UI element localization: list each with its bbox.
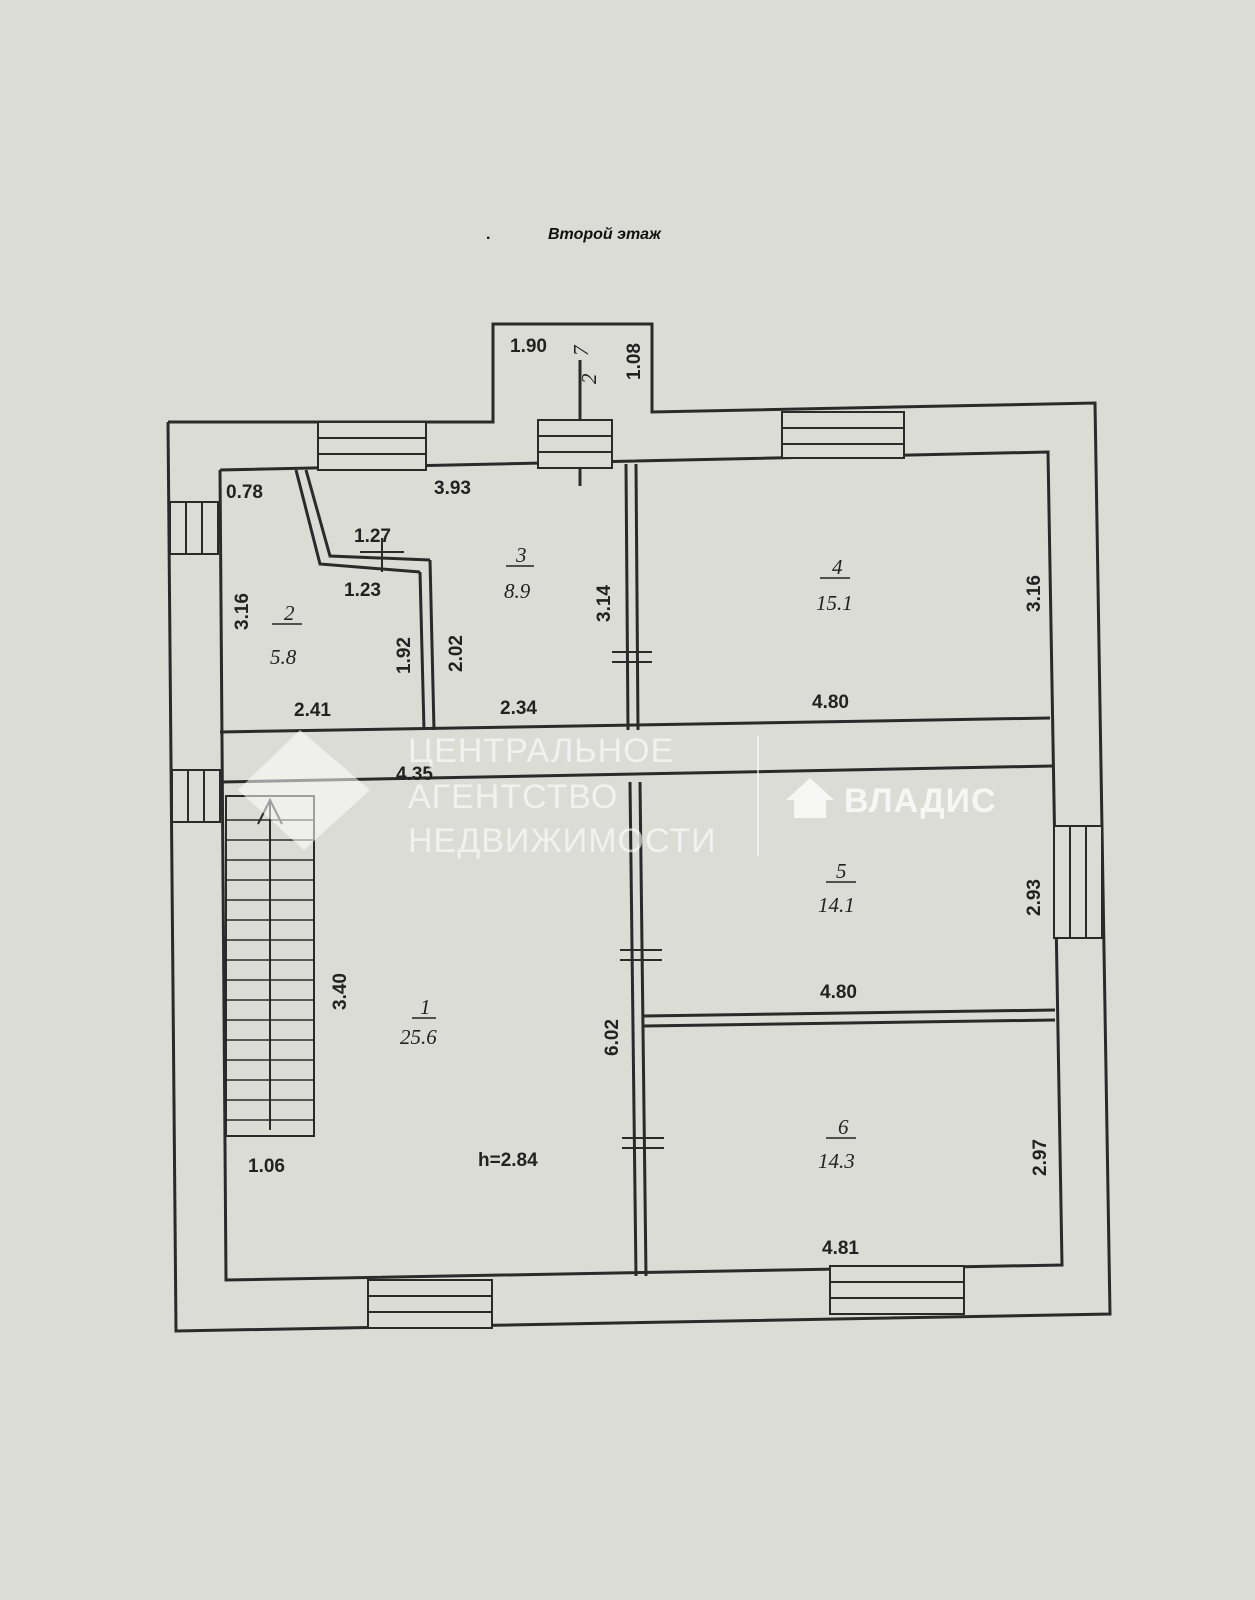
room-area-5: 14.1 [818, 893, 855, 917]
window-right [1053, 825, 1103, 939]
dim-notch-top: 1.27 [354, 526, 391, 547]
dim-r2-bottom: 2.41 [294, 700, 331, 721]
dim-r3-top: 3.93 [434, 478, 471, 499]
watermark-brand: ВЛАДИС [844, 782, 997, 820]
watermark-line3: НЕДВИЖИМОСТИ [408, 822, 717, 860]
floor-title: Второй этаж [548, 226, 661, 243]
wall-corridor-bottom [221, 764, 1053, 784]
room-number-4: 4 [832, 555, 843, 579]
wall-3-4-right [634, 463, 640, 731]
wall-notch-inner [304, 469, 431, 562]
dim-r2-top: 0.78 [226, 482, 263, 503]
window-top-balcony [537, 419, 613, 469]
room-area-1: 25.6 [400, 1025, 437, 1049]
outer-wall-inner [218, 450, 1064, 1282]
dim-r3-right: 3.14 [594, 585, 615, 622]
watermark-line1: ЦЕНТРАЛЬНОЕ [408, 732, 674, 770]
room-number-1: 1 [420, 995, 431, 1019]
wall-1-5-left [628, 781, 638, 1277]
wall-2-3-right [428, 559, 436, 731]
wall-upper-row-bottom [219, 716, 1051, 734]
door-marks [360, 538, 664, 1149]
dim-r4-bottom: 4.80 [812, 692, 849, 713]
room-number-7: 7 [569, 344, 593, 356]
dim-r5-right: 2.93 [1024, 879, 1045, 916]
room-area-4: 15.1 [816, 591, 853, 615]
dim-r1-stair: 3.40 [330, 973, 351, 1010]
watermark-logo-icon [238, 730, 370, 850]
walls [166, 322, 1112, 1333]
stair-steps [226, 819, 314, 1121]
wall-2-3-left [418, 571, 426, 731]
room-area-6: 14.3 [818, 1149, 855, 1173]
watermark-house-icon [786, 778, 834, 818]
dim-r1-right: 6.02 [602, 1019, 623, 1056]
dim-balcony-width: 1.90 [510, 336, 547, 357]
window-top-left [317, 421, 427, 471]
room-area-3: 8.9 [504, 579, 531, 603]
dim-r6-right: 2.97 [1030, 1139, 1051, 1176]
window-bottom-right [829, 1265, 965, 1315]
watermark-line2: АГЕНТСТВО [408, 778, 618, 816]
wall-3-4-left [624, 463, 630, 731]
room-area-2: 5.8 [270, 645, 297, 669]
room-area-7: 2 [577, 373, 601, 384]
room-number-5: 5 [836, 859, 847, 883]
dim-r4-right: 3.16 [1024, 575, 1045, 612]
title-dot: . [486, 226, 491, 243]
dim-height: h=2.84 [478, 1150, 538, 1171]
watermark: ЦЕНТРАЛЬНОЕ АГЕНТСТВО НЕДВИЖИМОСТИ ВЛАДИ… [238, 730, 997, 860]
room-number-3: 3 [515, 543, 527, 567]
window-left-lower [171, 769, 221, 823]
dim-balcony-depth: 1.08 [624, 343, 645, 380]
room-number-2: 2 [284, 601, 295, 625]
dim-r5-bottom: 4.80 [820, 982, 857, 1003]
dim-notch-bottom: 1.23 [344, 580, 381, 601]
window-top-right [781, 411, 905, 459]
room-number-6: 6 [838, 1115, 849, 1139]
wall-5-6-bottom [643, 1018, 1056, 1028]
window-left-upper [169, 501, 219, 555]
dim-r2-left: 3.16 [232, 593, 253, 630]
dim-r3-left: 2.02 [446, 635, 467, 672]
dim-r2-right: 1.92 [394, 637, 415, 674]
window-bottom-left [367, 1279, 493, 1329]
dim-r3-bottom: 2.34 [500, 698, 537, 719]
wall-1-5-right [638, 781, 648, 1277]
dim-r1-bottom: 1.06 [248, 1156, 285, 1177]
windows [169, 411, 1103, 1329]
dim-r6-bottom: 4.81 [822, 1238, 859, 1259]
wall-5-6-top [643, 1008, 1056, 1018]
dim-r1-top: 4.35 [396, 764, 433, 785]
wall-notch-outer [294, 469, 421, 574]
